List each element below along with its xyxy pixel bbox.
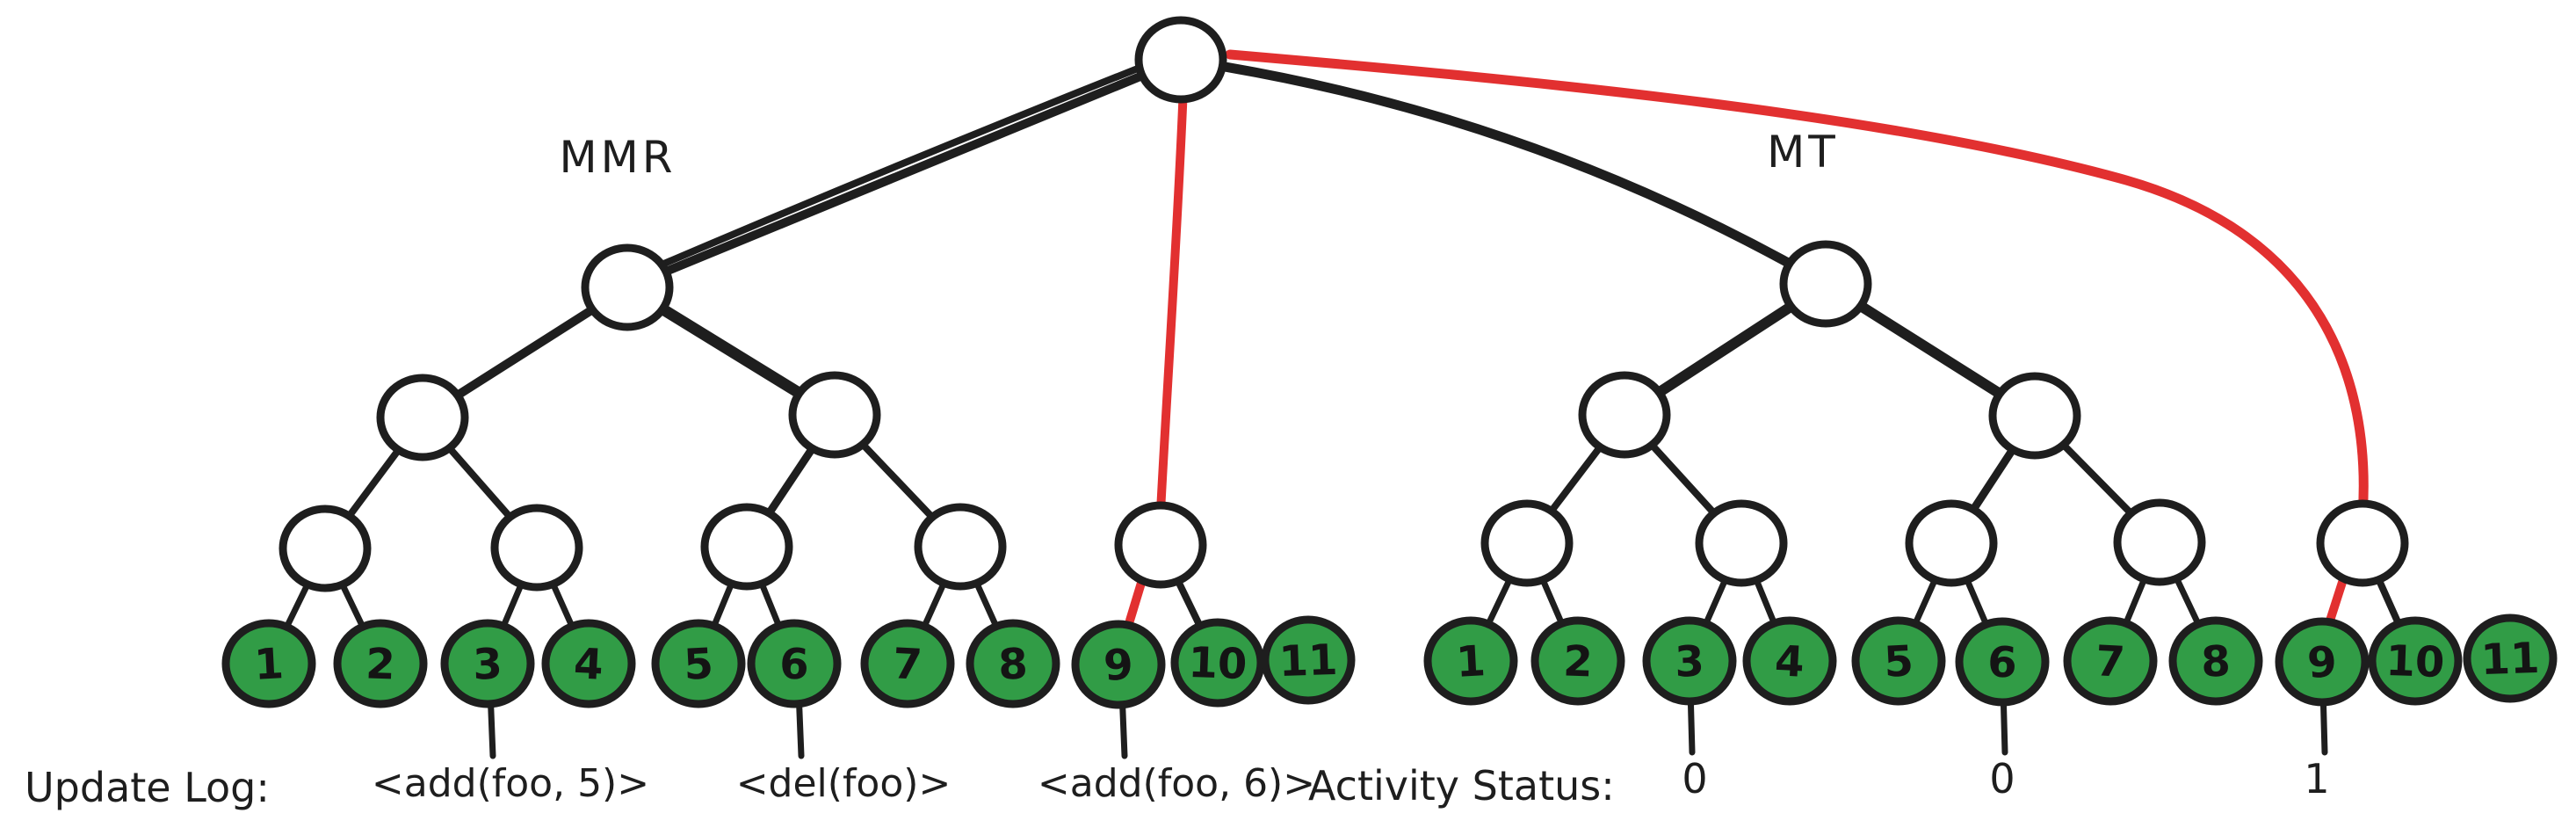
leaf-node [1071,620,1166,709]
leaf-label: 2 [365,639,395,689]
leaf-node [1170,618,1265,708]
internal-node [2316,499,2409,587]
leaf-label: 4 [1774,636,1805,687]
root-to-mt-peak-highlight-path [1225,49,2369,522]
leaf-label: 8 [997,639,1028,689]
status-value: 1 [2304,755,2329,802]
leaf-node [1530,616,1625,706]
leaf-label: 5 [683,639,714,690]
leaf-node [2063,616,2158,706]
leaf-label: 3 [472,639,503,689]
tree-edge [632,45,1192,280]
root-node [1134,16,1227,104]
update-log-entry: <add(foo, 5)> [372,761,649,806]
internal-node [700,503,793,591]
leaf-label: 4 [573,639,604,690]
internal-node [581,243,674,331]
mt-tree-label: MT [1767,127,1839,178]
update-log-caption: Update Log: [25,764,270,811]
leaf-node [860,619,955,708]
internal-node [788,371,881,459]
leaf-node [2168,616,2263,706]
leaf-node [440,619,535,708]
leaf-node [1642,616,1737,706]
internal-node [914,503,1007,591]
leaf-label: 3 [1674,636,1704,686]
leaf-label: 10 [2385,636,2446,687]
leaf-node [1261,615,1356,705]
mmr-tree-label: MMR [559,132,676,183]
leaf-label: 9 [1102,640,1134,691]
leaf-label: 1 [253,639,285,690]
tree-edge [623,55,1185,292]
leaf-node [1423,616,1518,706]
status-value: 0 [1682,755,1707,802]
leaf-label: 11 [2480,634,2541,685]
leaf-label: 8 [2200,636,2231,686]
root-to-mmr-peak-highlight-path [1156,82,1188,516]
leaf-label: 11 [1278,635,1339,686]
leaf-label: 6 [1986,637,2017,687]
internal-node [1988,372,2081,460]
leaf-node [2368,616,2463,706]
internal-node [1578,371,1671,459]
internal-node [1779,240,1872,328]
internal-node [1480,499,1574,587]
activity-status-caption: Activity Status: [1308,762,1615,810]
leaf-node [333,619,428,708]
annotations-layer: MMR MT Update Log: Activity Status: [25,127,1839,811]
leaf-node [221,619,316,708]
leaf-label: 1 [1455,636,1487,687]
leaf-node [966,619,1060,708]
leaf-node [2275,617,2370,707]
update-log-entry: <del(foo)> [736,761,952,806]
tree-edge [1176,54,1831,289]
leaf-label: 2 [1562,636,1593,686]
internal-node [2113,498,2206,586]
leaf-node [541,619,636,708]
leaf-node [1851,616,1946,706]
leaf-node [2463,614,2558,703]
leaf-label: 5 [1883,636,1914,687]
leaf-label: 9 [2305,637,2338,688]
internal-node [490,504,583,592]
internal-node [1114,501,1207,589]
status-value: 0 [1989,755,2015,802]
leaf-node [651,619,746,708]
internal-node [376,374,469,461]
leaf-node [747,619,842,708]
leaf-label: 10 [1188,638,1248,689]
internal-node [1905,499,1998,587]
leaf-label: 7 [892,639,923,690]
leaf-node [1742,616,1837,706]
leaf-label: 7 [2095,636,2126,687]
nodes-layer [221,16,2558,709]
internal-node [1695,499,1788,587]
leaf-label: 6 [778,639,809,689]
internal-node [279,505,372,592]
update-log-entry: <add(foo, 6)> [1038,761,1315,806]
leaf-node [1955,617,2050,707]
